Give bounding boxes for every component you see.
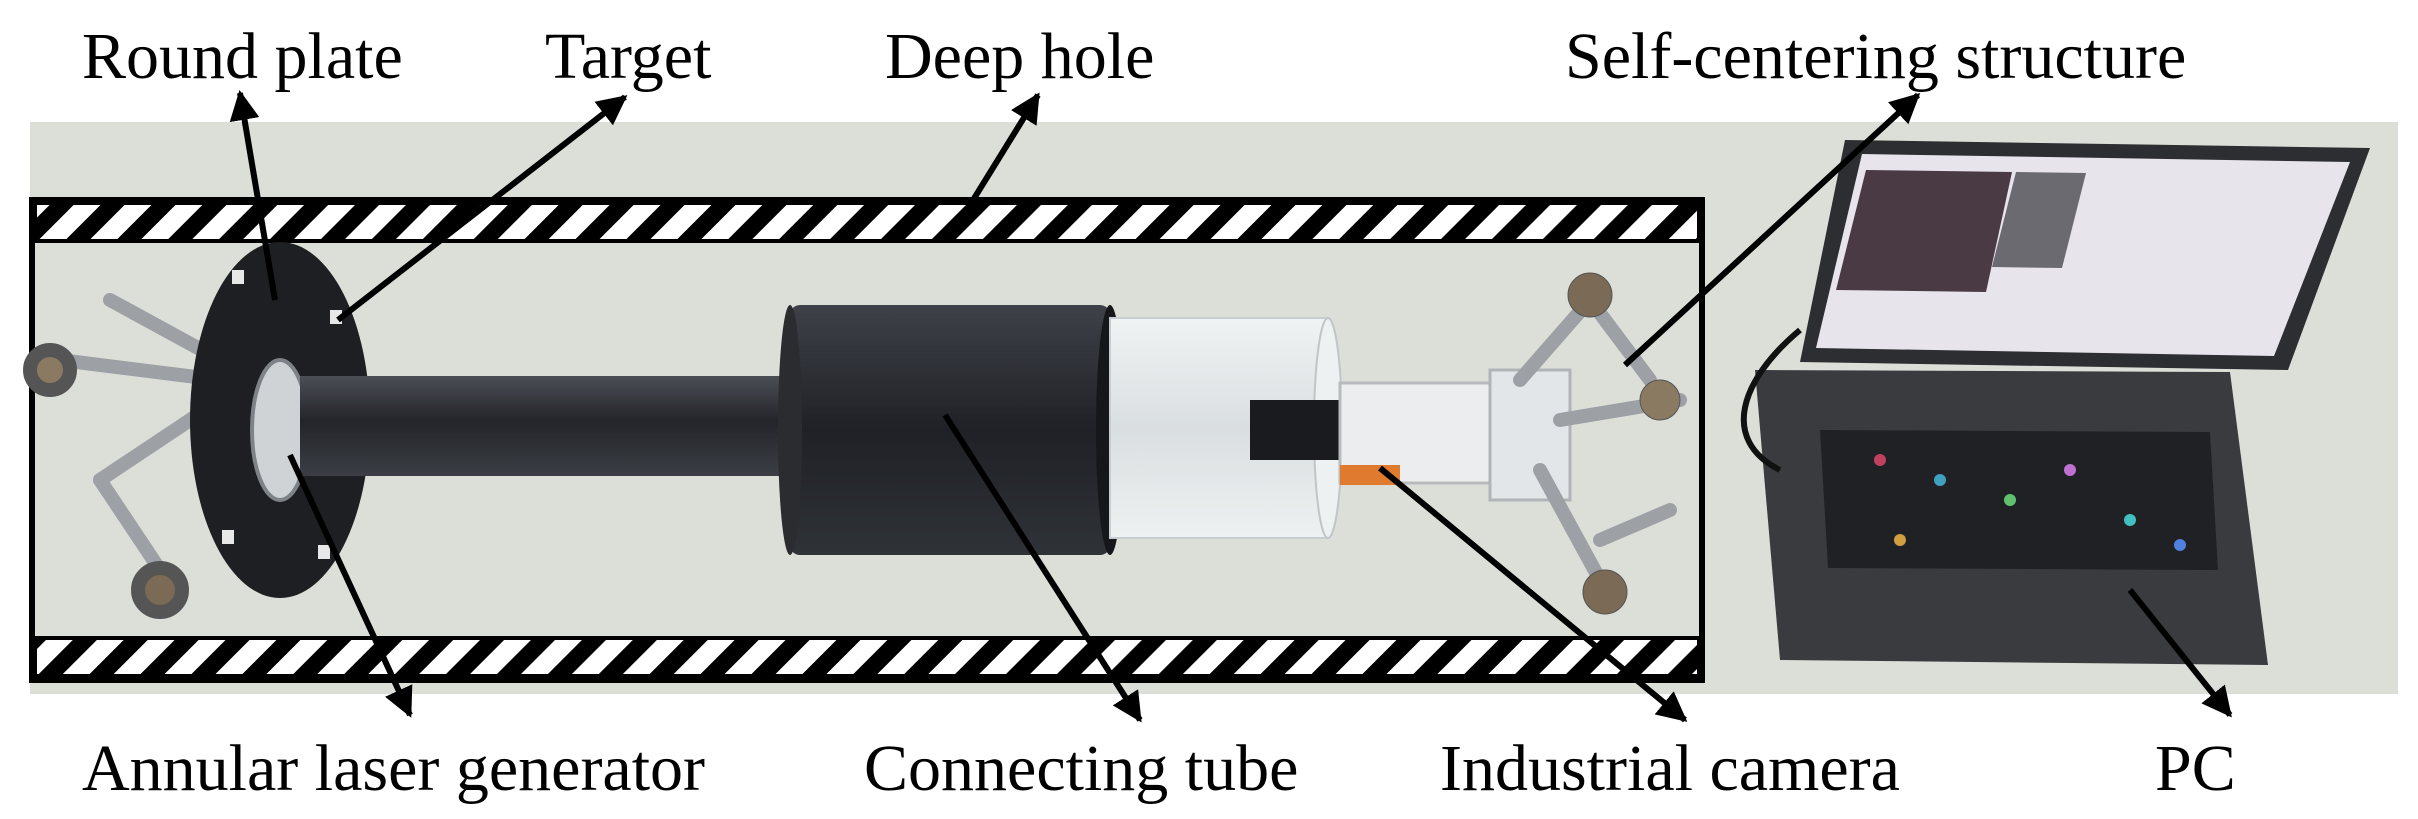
label-pc: PC [2155, 732, 2236, 805]
arrow-self-centering [1622, 92, 1921, 368]
arrow-annular-laser [287, 453, 413, 718]
arrow-round-plate [229, 90, 278, 301]
carbon-rod [300, 376, 780, 476]
label-industrial-camera: Industrial camera [1440, 732, 1900, 805]
right-self-centering-structure [1488, 272, 1687, 615]
arrow-target [336, 94, 628, 323]
arrow-pc [2127, 588, 2233, 718]
arrow-deep-hole [967, 92, 1041, 207]
laptop-pc [1740, 140, 2370, 665]
leader-arrows [229, 90, 2233, 723]
label-deep-hole: Deep hole [885, 20, 1154, 93]
connecting-tube-body [790, 305, 1110, 555]
label-connecting-tube: Connecting tube [864, 732, 1298, 805]
hole-wall-bottom [33, 636, 1701, 678]
hole-wall-top [33, 201, 1701, 243]
label-self-centering-structure: Self-centering structure [1565, 20, 2186, 93]
label-target: Target [545, 20, 711, 93]
laptop-keyboard [1820, 430, 2218, 570]
label-round-plate: Round plate [82, 20, 403, 93]
arrow-industrial-camera [1378, 465, 1688, 723]
arrow-connecting-tube [942, 413, 1143, 723]
label-annular-laser-generator: Annular laser generator [82, 732, 705, 805]
deep-hole-frame [29, 197, 1705, 683]
